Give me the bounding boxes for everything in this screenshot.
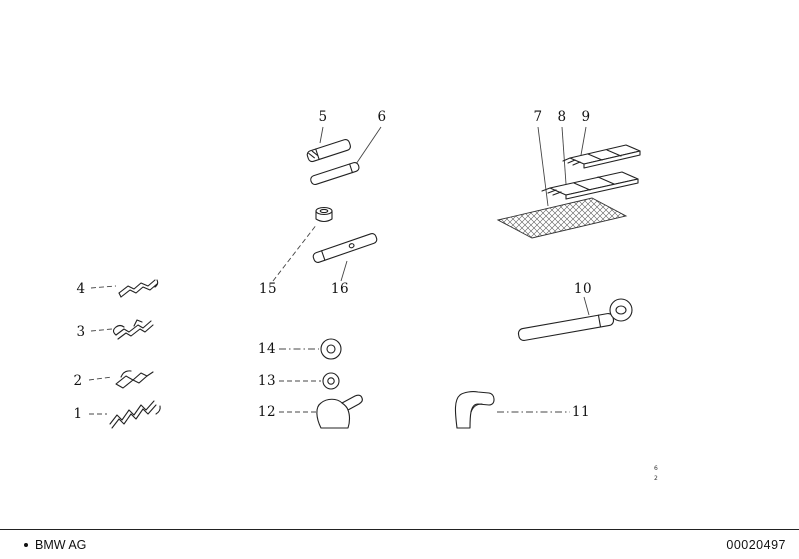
brand-label: BMW AG <box>24 538 86 552</box>
part-number: 00020497 <box>726 538 786 552</box>
margin-note-line1: 6 <box>654 465 658 472</box>
part-terminal-3 <box>112 319 154 340</box>
callout-1: 1 <box>73 406 83 422</box>
part-pipe-10 <box>517 298 633 342</box>
part-elbow-boot-11 <box>454 391 495 429</box>
brand-text: BMW AG <box>35 538 87 552</box>
part-connector-strip-8 <box>541 171 639 200</box>
leader-lines <box>88 126 590 415</box>
part-grommet-14 <box>320 338 342 360</box>
callout-4: 4 <box>76 281 86 297</box>
callout-12: 12 <box>257 404 277 420</box>
part-mesh-pad-7 <box>496 197 628 239</box>
footer-divider <box>0 529 799 530</box>
callout-6: 6 <box>377 109 387 125</box>
part-boot-12 <box>316 394 363 429</box>
part-connector-strip-9 <box>562 144 641 169</box>
part-grommet-15 <box>315 206 333 223</box>
callout-3: 3 <box>76 324 86 340</box>
part-terminal-2 <box>115 370 154 389</box>
callout-14: 14 <box>257 341 277 357</box>
part-terminal-4 <box>118 279 159 298</box>
callout-7: 7 <box>533 109 543 125</box>
brand-bullet-icon <box>24 543 28 547</box>
margin-note-line2: 2 <box>654 475 658 483</box>
callout-10: 10 <box>573 281 593 297</box>
part-terminal-1 <box>109 400 161 429</box>
callout-13: 13 <box>257 373 277 389</box>
part-sleeve-5 <box>306 138 351 163</box>
margin-note: 6 2 <box>654 464 658 484</box>
callout-8: 8 <box>557 109 567 125</box>
callout-15: 15 <box>258 281 278 297</box>
part-flat-connector-16 <box>312 233 378 263</box>
callout-16: 16 <box>330 281 350 297</box>
part-tube-6 <box>310 162 360 186</box>
part-grommet-13 <box>322 372 340 390</box>
callout-11: 11 <box>571 404 591 420</box>
callout-5: 5 <box>318 109 328 125</box>
callout-2: 2 <box>73 373 83 389</box>
callout-9: 9 <box>581 109 591 125</box>
